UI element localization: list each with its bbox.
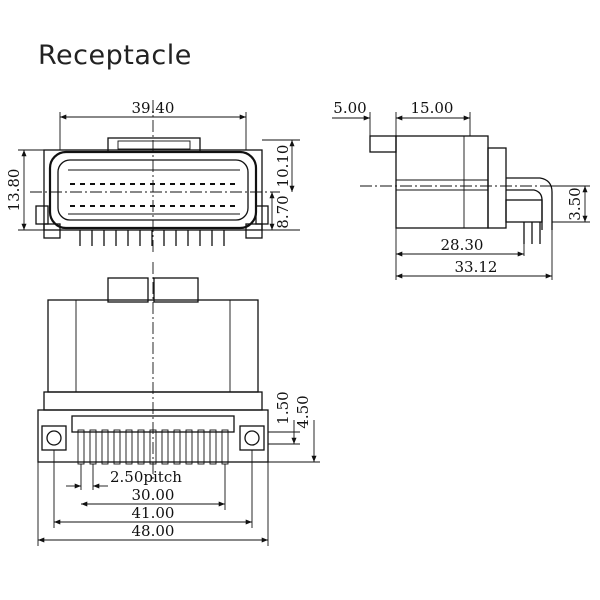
bottom-latch-right xyxy=(153,277,199,303)
dim-side-tab: 5.00 xyxy=(333,99,366,117)
front-left-post xyxy=(43,223,61,239)
dim-side-body: 15.00 xyxy=(411,99,454,117)
dim-front-height-upper: 10.10 xyxy=(274,145,292,188)
bottom-view: 1.50 4.50 2.50pitch 30.00 41.00 48.00 xyxy=(37,262,320,546)
dim-bottom-span-holes: 41.00 xyxy=(132,504,175,522)
bottom-hole-left xyxy=(41,425,67,451)
front-right-post xyxy=(245,223,263,239)
dim-bottom-rows-large: 4.50 xyxy=(294,395,312,428)
front-left-ear xyxy=(35,205,49,225)
dim-bottom-rows-small: 1.50 xyxy=(274,391,292,424)
page-title: Receptacle xyxy=(38,40,192,71)
side-tab xyxy=(369,135,397,153)
bottom-latch-left xyxy=(107,277,149,303)
side-rear xyxy=(487,147,507,229)
dim-side-offset: 3.50 xyxy=(566,187,584,220)
front-view: 39.40 13.80 10.10 8.70 xyxy=(5,99,300,255)
dim-side-depth-outer: 33.12 xyxy=(455,258,498,276)
dim-front-height-lower: 8.70 xyxy=(274,195,292,228)
dim-bottom-span-total: 48.00 xyxy=(132,522,175,540)
bottom-hole-right xyxy=(239,425,265,451)
dim-front-height-total: 13.80 xyxy=(5,169,23,212)
side-bent-pin xyxy=(506,177,553,230)
dim-bottom-pitch: 2.50pitch xyxy=(110,468,182,486)
side-view: 5.00 15.00 3.50 28.30 33.12 xyxy=(332,99,590,280)
dim-bottom-span-pins: 30.00 xyxy=(132,486,175,504)
front-legs xyxy=(79,230,225,246)
dim-front-width: 39.40 xyxy=(132,99,175,117)
dim-side-depth-inner: 28.30 xyxy=(441,236,484,254)
side-body xyxy=(395,135,489,229)
